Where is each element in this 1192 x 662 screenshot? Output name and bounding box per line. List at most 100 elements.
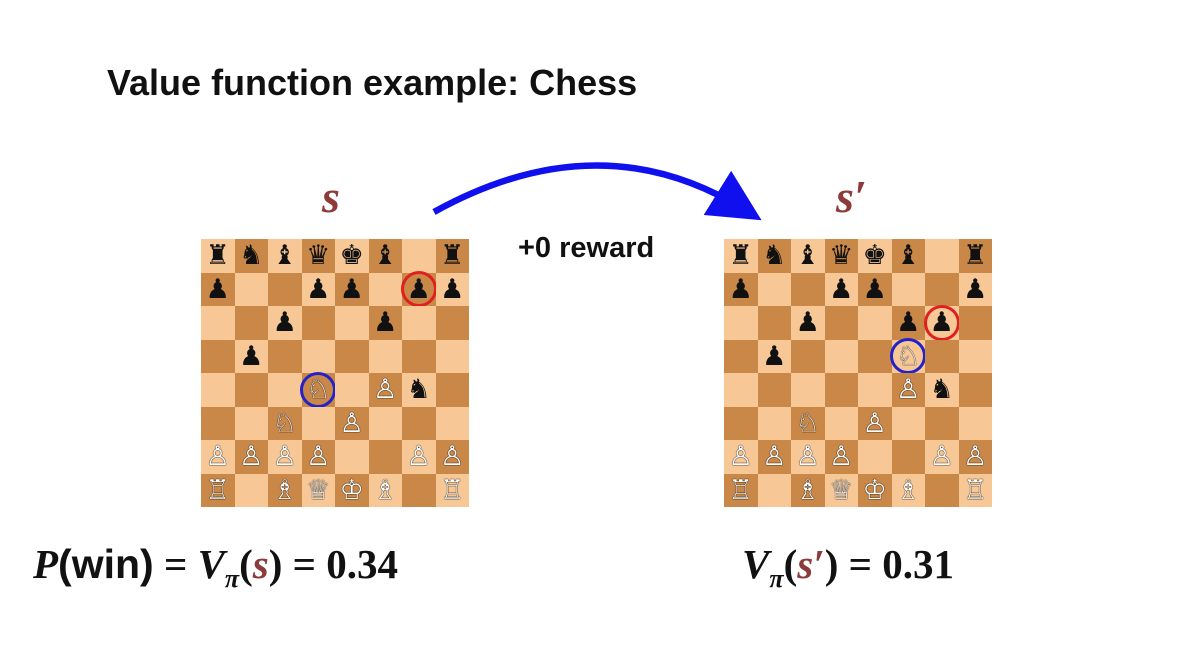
board-square: ♖ (958, 473, 992, 507)
board-square: ♟ (234, 339, 268, 373)
white-rook-icon: ♖ (440, 474, 465, 506)
eq-v: V (197, 541, 225, 587)
board-square: ♔ (335, 473, 369, 507)
board-square (757, 272, 791, 306)
board-square (757, 373, 791, 407)
board-square (368, 339, 402, 373)
board-square (824, 406, 858, 440)
white-queen-icon: ♕ (306, 474, 331, 506)
white-knight-icon: ♘ (896, 340, 921, 372)
board-square: ♝ (791, 239, 825, 273)
board-square: ♘ (890, 338, 927, 375)
white-knight-icon: ♘ (795, 407, 820, 439)
board-square (925, 239, 959, 273)
board-square: ♙ (234, 440, 268, 474)
board-square (201, 306, 235, 340)
board-square (234, 272, 268, 306)
board-square: ♔ (858, 473, 892, 507)
board-square (268, 272, 302, 306)
board-square: ♟ (368, 306, 402, 340)
eq-open: ( (239, 541, 253, 587)
white-knight-icon: ♘ (306, 374, 331, 406)
board-square (268, 373, 302, 407)
board-square: ♛ (301, 239, 335, 273)
black-pawn-icon: ♟ (929, 307, 954, 339)
board-square (201, 339, 235, 373)
board-square (335, 373, 369, 407)
eq-state: s (252, 541, 269, 587)
black-pawn-icon: ♟ (306, 273, 331, 305)
black-king-icon: ♚ (862, 240, 887, 272)
board-square: ♖ (435, 473, 469, 507)
black-queen-icon: ♛ (306, 240, 331, 272)
black-pawn-icon: ♟ (795, 307, 820, 339)
white-pawn-icon: ♙ (205, 441, 230, 473)
board-square: ♚ (335, 239, 369, 273)
board-square: ♕ (824, 473, 858, 507)
board-square (234, 373, 268, 407)
board-square (724, 306, 758, 340)
board-square: ♛ (824, 239, 858, 273)
board-square (368, 272, 402, 306)
white-knight-icon: ♘ (272, 407, 297, 439)
black-pawn-icon: ♟ (205, 273, 230, 305)
board-square: ♟ (201, 272, 235, 306)
eq-close: ) (268, 541, 283, 587)
board-square (958, 339, 992, 373)
board-square: ♞ (925, 373, 959, 407)
board-square (724, 373, 758, 407)
board-square (724, 406, 758, 440)
board-square (824, 339, 858, 373)
black-pawn-icon: ♟ (339, 273, 364, 305)
board-square: ♟ (757, 339, 791, 373)
chess-board-s: ♜♞♝♛♚♝♜♟♟♟♟♟♟♟♟♘♙♞♘♙♙♙♙♙♙♙♖♗♕♔♗♖ (201, 239, 469, 507)
white-pawn-icon: ♙ (963, 441, 988, 473)
black-rook-icon: ♜ (963, 240, 988, 272)
black-pawn-icon: ♟ (862, 273, 887, 305)
board-square: ♙ (335, 406, 369, 440)
board-square (925, 272, 959, 306)
board-square: ♟ (400, 271, 437, 308)
board-square: ♗ (891, 473, 925, 507)
board-square (402, 339, 436, 373)
board-square: ♟ (923, 304, 960, 341)
white-rook-icon: ♖ (205, 474, 230, 506)
black-king-icon: ♚ (339, 240, 364, 272)
board-square (958, 373, 992, 407)
black-queen-icon: ♛ (829, 240, 854, 272)
white-pawn-icon: ♙ (728, 441, 753, 473)
board-square (435, 306, 469, 340)
white-queen-icon: ♕ (829, 474, 854, 506)
eq-pi: π (769, 564, 784, 593)
board-square: ♙ (858, 406, 892, 440)
white-pawn-icon: ♙ (762, 441, 787, 473)
state-s-prime-label: s′ (836, 171, 867, 222)
white-bishop-icon: ♗ (373, 474, 398, 506)
board-square (435, 373, 469, 407)
board-square (858, 339, 892, 373)
board-square (335, 339, 369, 373)
board-square (234, 306, 268, 340)
board-square (201, 406, 235, 440)
white-rook-icon: ♖ (728, 474, 753, 506)
black-pawn-icon: ♟ (963, 273, 988, 305)
eq-pi: π (224, 564, 240, 593)
eq-close: ) (824, 541, 839, 587)
board-square (402, 406, 436, 440)
white-pawn-icon: ♙ (795, 441, 820, 473)
board-square: ♞ (234, 239, 268, 273)
transition-reward-label: +0 reward (518, 232, 655, 264)
arrow-curve (432, 162, 762, 221)
board-square: ♙ (268, 440, 302, 474)
board-square (958, 406, 992, 440)
black-knight-icon: ♞ (239, 240, 264, 272)
board-square: ♟ (891, 306, 925, 340)
eq-p: P (33, 541, 59, 587)
black-rook-icon: ♜ (728, 240, 753, 272)
white-pawn-icon: ♙ (406, 441, 431, 473)
board-square: ♙ (791, 440, 825, 474)
board-square (891, 440, 925, 474)
board-square: ♙ (724, 440, 758, 474)
board-square (958, 306, 992, 340)
